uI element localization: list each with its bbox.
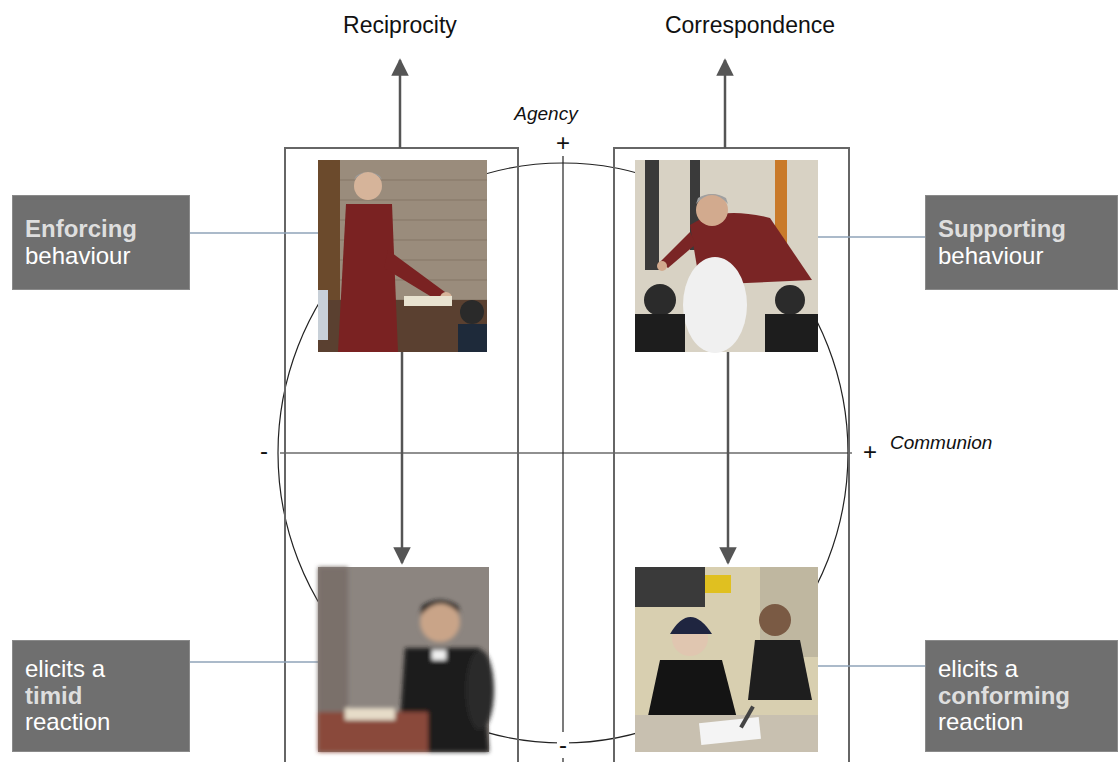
- callout-text: Supporting: [938, 216, 1105, 242]
- up-arrow: [724, 60, 727, 148]
- reaction-callout: elicits aconformingreaction: [925, 640, 1118, 752]
- axis-title: Agency: [512, 104, 579, 125]
- communion-axis: [280, 452, 852, 453]
- behaviour-callout: Enforcingbehaviour: [12, 195, 190, 290]
- photo-supporting: [635, 160, 818, 353]
- callout-text: behaviour: [25, 243, 177, 269]
- leader-line: [818, 236, 925, 238]
- column-heading: Reciprocity: [341, 13, 459, 38]
- callout-text: conforming: [938, 683, 1105, 709]
- column-heading: Correspondence: [663, 13, 837, 38]
- axis-title: Communion: [888, 433, 994, 454]
- photo-conforming: [635, 567, 818, 752]
- axis-sign: -: [557, 732, 569, 758]
- axis-sign: +: [861, 439, 879, 465]
- leader-line: [190, 232, 318, 234]
- leader-line: [190, 661, 318, 663]
- reciprocity-frame: [285, 148, 518, 762]
- up-arrow: [399, 60, 402, 148]
- callout-text: behaviour: [938, 243, 1105, 269]
- effect-arrow: [727, 352, 730, 563]
- agency-axis: [562, 150, 563, 762]
- reaction-callout: elicits atimidreaction: [12, 640, 190, 752]
- photo-enforcing: [318, 160, 487, 352]
- correspondence-frame: [614, 148, 849, 762]
- callout-text: timid: [25, 683, 177, 709]
- callout-text: reaction: [25, 709, 177, 735]
- axis-sign: -: [258, 438, 270, 464]
- photo-timid: [318, 567, 494, 752]
- effect-arrow: [401, 352, 404, 563]
- behaviour-callout: Supportingbehaviour: [925, 195, 1118, 290]
- callout-text: reaction: [938, 709, 1105, 735]
- axis-sign: +: [554, 130, 572, 156]
- callout-text: Enforcing: [25, 216, 177, 242]
- callout-text: elicits a: [25, 656, 177, 682]
- leader-line: [818, 665, 925, 667]
- callout-text: elicits a: [938, 656, 1105, 682]
